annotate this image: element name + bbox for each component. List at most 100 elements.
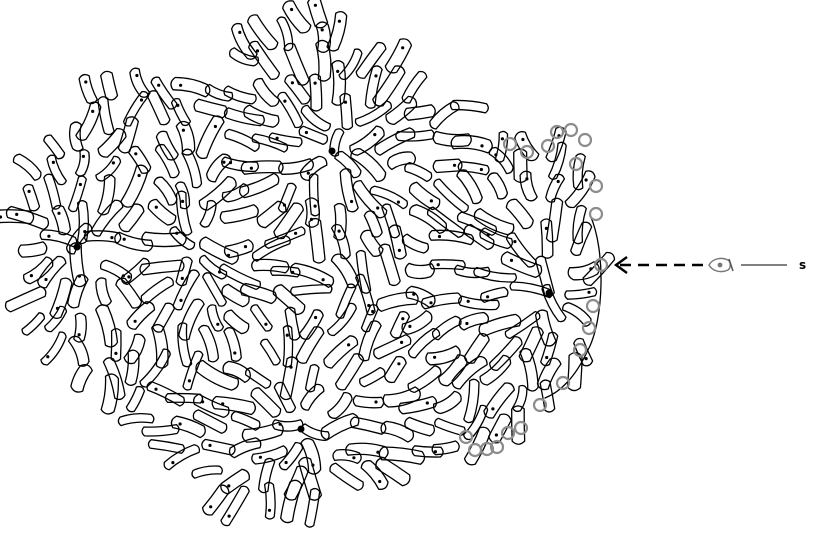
tip-pore [127, 275, 130, 278]
tip-pore [79, 183, 82, 186]
highlighted-tip-marker [542, 140, 554, 152]
branch-lobe [434, 391, 462, 413]
tip-pore [545, 227, 548, 230]
tip-pore [0, 215, 2, 218]
tip-pore [430, 199, 433, 202]
highlighted-tip-marker [570, 158, 582, 170]
tip-pore [314, 4, 317, 7]
branch-lobe [355, 101, 391, 126]
branch-lobe [248, 15, 278, 50]
tip-pore [228, 515, 231, 518]
branch-lobe [459, 296, 499, 310]
branch-lobe [520, 171, 537, 201]
branch-lobe [76, 150, 90, 176]
branch-lobe [360, 368, 385, 387]
branch-lobe [74, 313, 87, 342]
branch-lobe [192, 466, 222, 478]
highlighted-tip-marker [504, 138, 516, 150]
tip-pore [398, 249, 401, 252]
tip-pore [222, 161, 225, 164]
branch-lobe [151, 77, 177, 109]
tip-pore [176, 104, 179, 107]
branch-lobe [240, 173, 279, 197]
branch-lobe [142, 232, 186, 246]
branch-lobe [269, 133, 302, 147]
branch-lobe [231, 412, 260, 431]
branch-lobe [281, 480, 302, 522]
branch-lobe [370, 186, 407, 208]
branching-labyrinth-pattern [0, 0, 614, 527]
tip-pore [134, 320, 137, 323]
branch-lobe [388, 152, 416, 169]
branch-lobe [426, 346, 460, 365]
tip-pore [233, 351, 236, 354]
branch-lobe [23, 184, 40, 210]
branch-lobe [457, 170, 482, 204]
tip-pore [110, 236, 113, 239]
tip-pore [352, 456, 355, 459]
tip-pore [513, 240, 516, 243]
highlighted-tip-marker [469, 444, 481, 456]
branch-lobe [96, 278, 111, 306]
branch-lobe [433, 159, 462, 172]
highlighted-tip-marker [590, 180, 602, 192]
branch-lobe [253, 236, 291, 261]
branch-lobe [410, 205, 447, 234]
branch-lobe [381, 421, 413, 442]
branch-lobe [332, 225, 351, 259]
tip-pore [209, 505, 212, 508]
branch-lobe [121, 165, 148, 207]
branch-lobe [350, 126, 384, 155]
tip-pore [373, 133, 376, 136]
tip-pore [486, 295, 489, 298]
branch-lobe [124, 334, 145, 363]
branch-lobe [430, 260, 465, 270]
branch-lobe [402, 234, 428, 253]
branch-lobe [47, 155, 66, 184]
branch-lobe [194, 99, 227, 118]
branch-lobe [207, 305, 223, 331]
tip-pore [57, 212, 60, 215]
tip-pore [276, 137, 279, 140]
tip-pore [171, 461, 174, 464]
branch-lobe [274, 382, 295, 412]
branch-lobe [122, 258, 150, 284]
tip-pore [221, 402, 224, 405]
tip-pore [250, 167, 253, 170]
source-label: s [799, 258, 806, 272]
branch-lobe [103, 358, 125, 400]
branch-lobe [330, 463, 363, 490]
tip-pore [135, 74, 138, 77]
branch-lobe [225, 129, 259, 151]
tip-pore [179, 84, 182, 87]
highlighted-tip-marker [590, 208, 602, 220]
tip-pore [290, 8, 293, 11]
tip-pore [264, 323, 267, 326]
tip-pore [557, 180, 560, 183]
tip-pore [338, 230, 341, 233]
tip-pore [465, 322, 468, 325]
branch-lobe [119, 204, 144, 232]
branch-lobe [224, 310, 249, 334]
tip-pore [112, 161, 115, 164]
branch-lobe [278, 92, 303, 127]
branch-lobe [251, 305, 273, 331]
branch-lobe [79, 75, 97, 104]
branch-lobe [261, 339, 281, 365]
branch-lobe [291, 263, 334, 287]
tip-pore [426, 401, 429, 404]
tip-pore [480, 168, 483, 171]
tip-pore [289, 366, 292, 369]
branch-lobe [220, 205, 258, 224]
tip-pore [216, 323, 219, 326]
tip-pore [157, 84, 160, 87]
tip-pore [397, 362, 400, 365]
branch-lobe [412, 446, 443, 457]
tip-pore [467, 300, 470, 303]
branch-lobe [353, 181, 387, 218]
branch-lobe [488, 173, 508, 199]
tip-pore [283, 100, 286, 103]
tip-pore [401, 46, 404, 49]
branch-lobe [540, 380, 555, 412]
tip-pore [495, 433, 498, 436]
